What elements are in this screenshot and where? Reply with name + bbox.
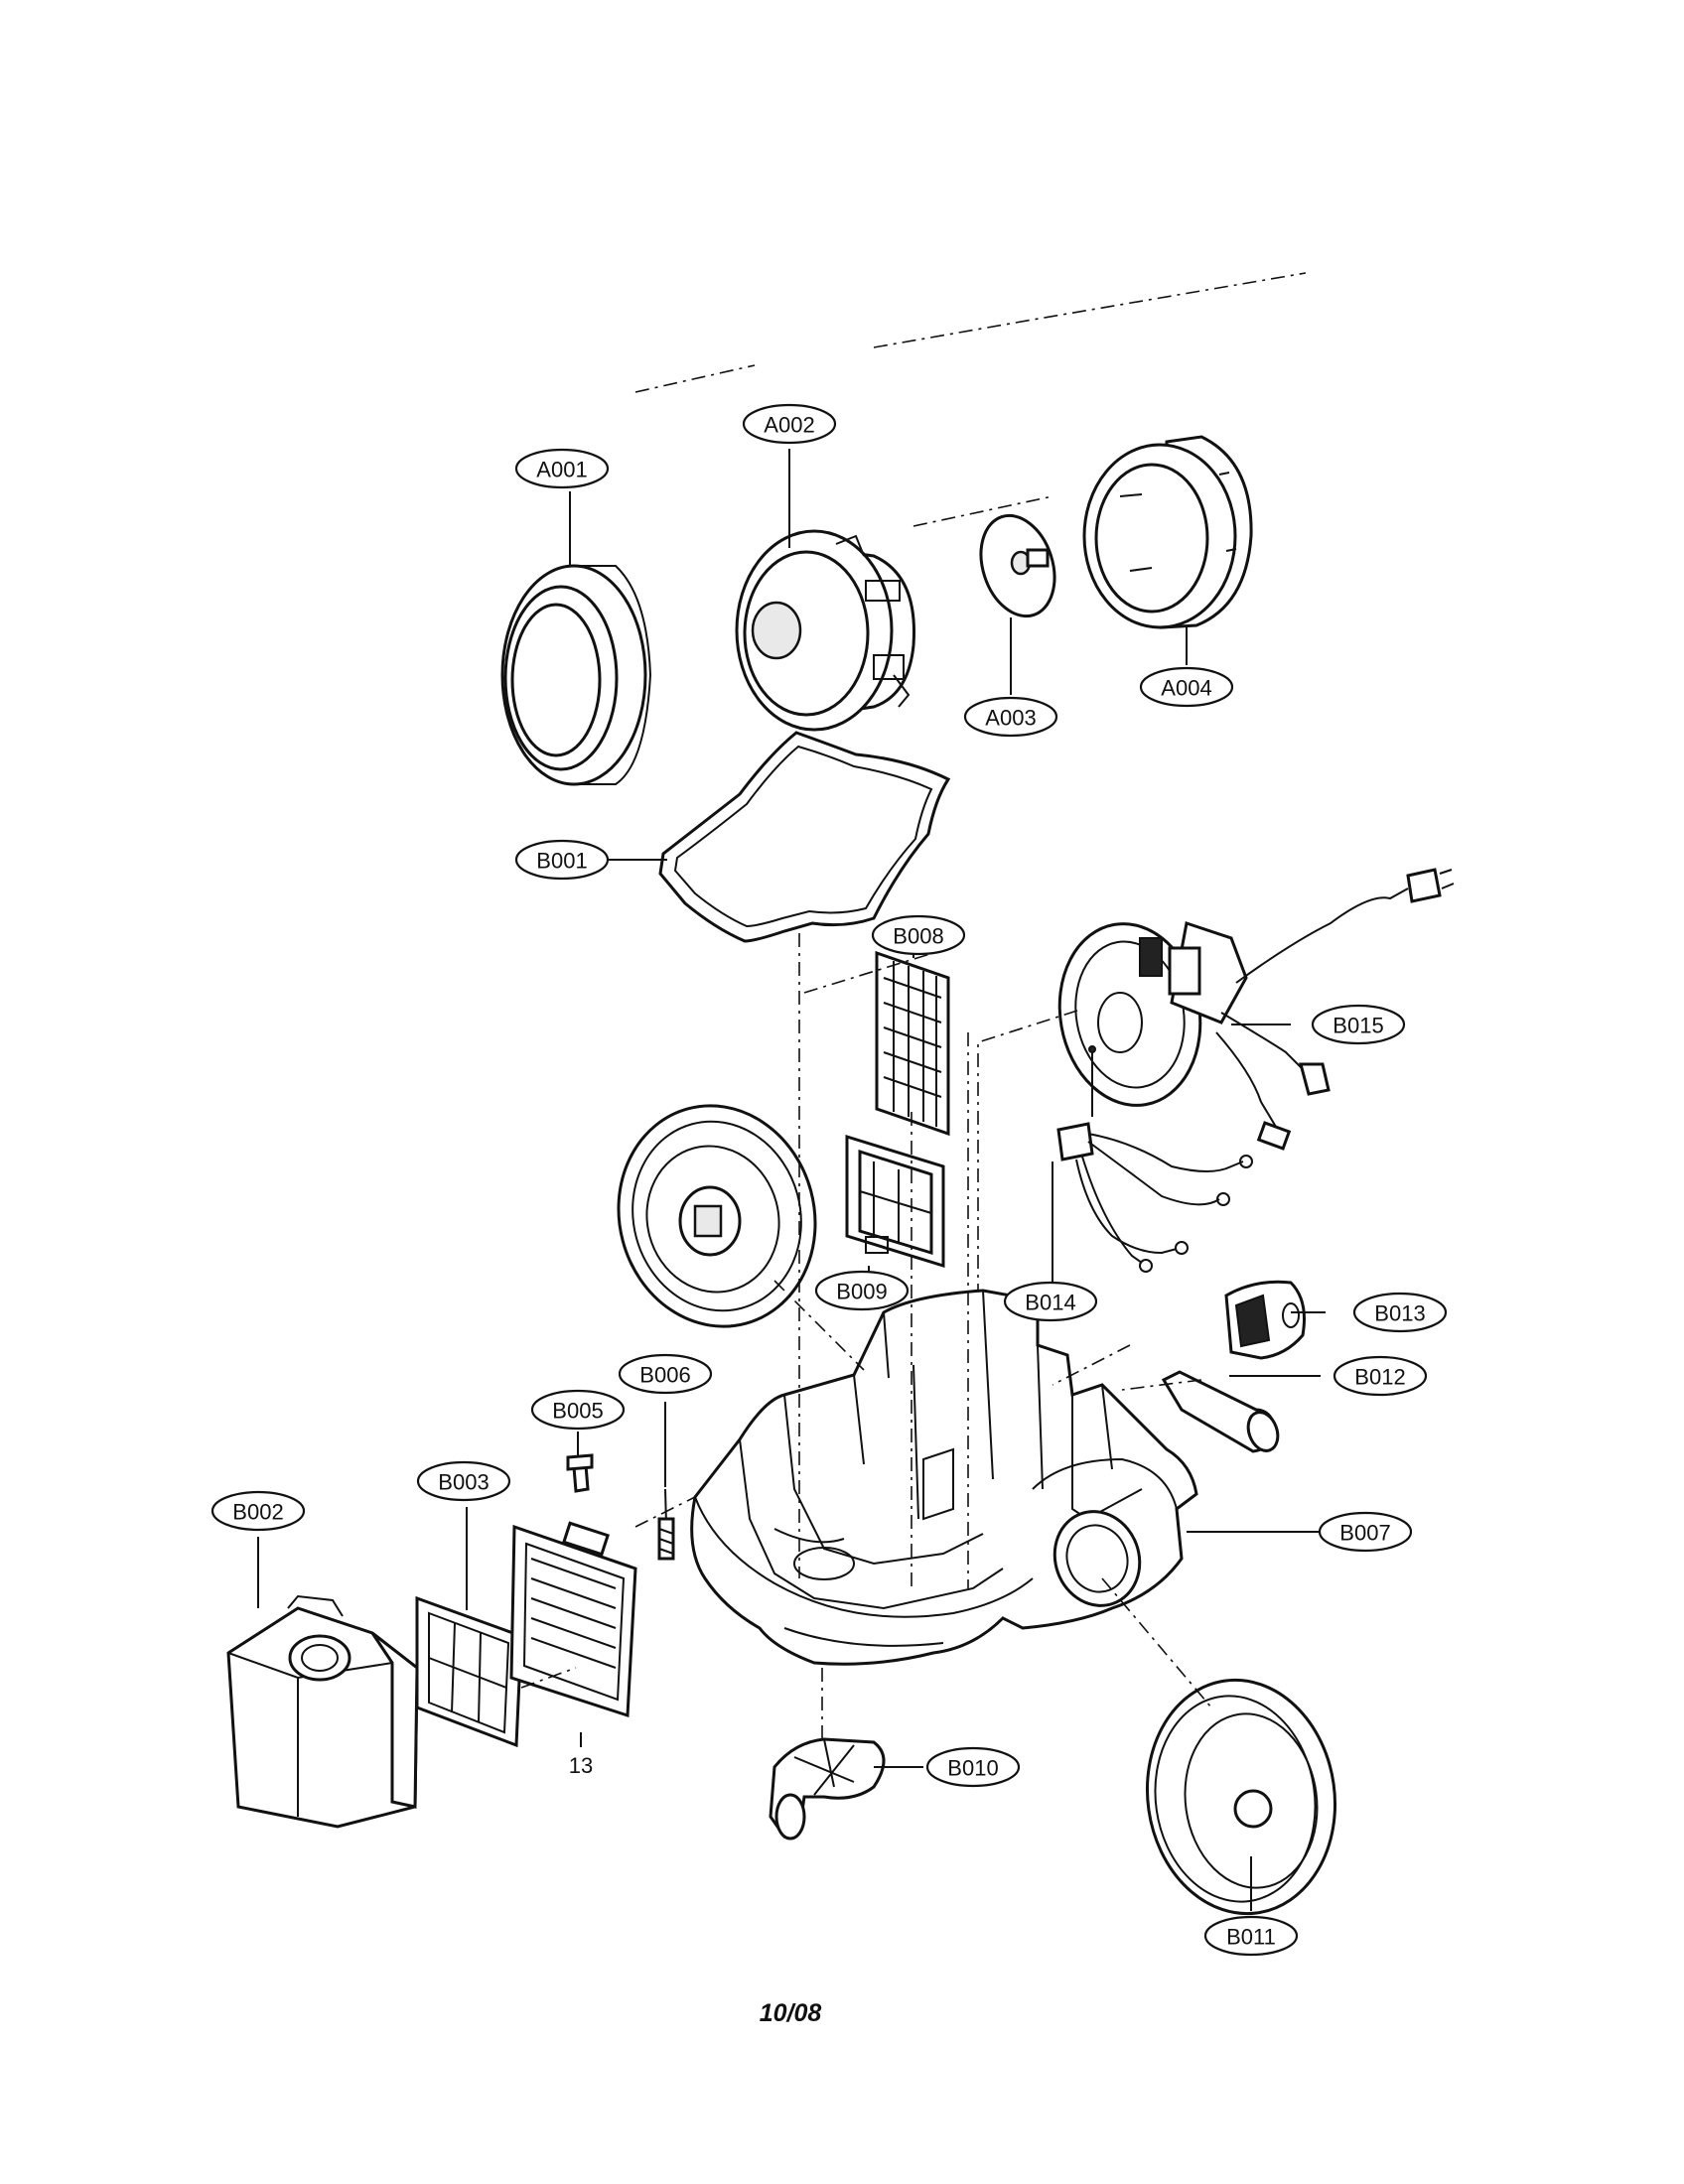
callout-a001: A001 xyxy=(514,448,610,489)
part-a001-front-ring xyxy=(500,564,652,786)
part-b005-latch xyxy=(566,1453,594,1493)
part-b001-dust-gasket xyxy=(658,731,951,943)
callout-b005: B005 xyxy=(530,1389,626,1431)
callout-label-b015: B015 xyxy=(1333,1014,1383,1038)
callout-label-b010: B010 xyxy=(947,1756,998,1781)
callout-label-a003: A003 xyxy=(985,706,1036,731)
callout-label-b006: B006 xyxy=(639,1363,690,1388)
callout-b007: B007 xyxy=(1318,1511,1413,1553)
part-a003-gasket-disk xyxy=(979,513,1056,618)
part-b014-switch-harness xyxy=(1056,1045,1253,1273)
callout-label-a004: A004 xyxy=(1161,676,1211,701)
callout-label-b014: B014 xyxy=(1025,1291,1075,1315)
footer-date: 10/08 xyxy=(760,1999,822,2027)
callout-label-b003: B003 xyxy=(438,1470,489,1495)
callout-b009: B009 xyxy=(814,1270,910,1311)
callout-b008: B008 xyxy=(871,914,966,956)
callout-label-b002: B002 xyxy=(232,1500,283,1525)
callout-a004: A004 xyxy=(1139,666,1234,708)
leader-lines xyxy=(257,449,1326,1911)
part-b008-exhaust-filter xyxy=(875,950,950,1137)
callout-label-b007: B007 xyxy=(1339,1521,1390,1546)
callout-b011: B011 xyxy=(1203,1915,1299,1957)
callout-b014: B014 xyxy=(1003,1281,1098,1322)
part-b011-rear-wheel xyxy=(1145,1678,1337,1916)
callout-label-b013: B013 xyxy=(1374,1301,1425,1326)
part-number-13-label: 13 xyxy=(569,1753,593,1778)
callout-label-a002: A002 xyxy=(764,413,814,438)
part-13-hepa-filter xyxy=(509,1521,637,1718)
part-b007-main-body xyxy=(690,1289,1198,1666)
part-a002-motor xyxy=(735,529,915,732)
part-b003-filter-grille xyxy=(415,1595,523,1748)
callout-b003: B003 xyxy=(416,1460,511,1502)
callout-label-b009: B009 xyxy=(836,1280,887,1304)
part-b002-dust-container xyxy=(226,1594,419,1829)
part-b012-crevice-tool xyxy=(1161,1370,1280,1453)
callout-label-b005: B005 xyxy=(552,1399,603,1424)
callout-b010: B010 xyxy=(925,1746,1021,1788)
callout-a003: A003 xyxy=(963,696,1058,738)
callout-label-b001: B001 xyxy=(536,849,587,874)
callout-b015: B015 xyxy=(1311,1004,1406,1045)
callout-b013: B013 xyxy=(1352,1292,1448,1333)
callout-b012: B012 xyxy=(1333,1355,1428,1397)
part-b009-filter-frame xyxy=(845,1134,945,1269)
part-b010-caster xyxy=(769,1737,886,1841)
callout-label-a001: A001 xyxy=(536,458,587,482)
part-a004-motor-cover xyxy=(1082,435,1253,629)
callout-b002: B002 xyxy=(210,1490,306,1532)
callout-label-b008: B008 xyxy=(893,924,943,949)
part-rear-cover-disc xyxy=(617,1104,817,1328)
callout-b006: B006 xyxy=(618,1353,713,1395)
part-b015-cord-reel xyxy=(1057,868,1455,1151)
part-b013-tool-holder xyxy=(1224,1280,1306,1360)
motor-assembly-axis xyxy=(634,272,1307,527)
part-b006-spring xyxy=(657,1488,675,1561)
callout-label-b012: B012 xyxy=(1354,1365,1405,1390)
callout-a002: A002 xyxy=(742,403,837,445)
callout-b001: B001 xyxy=(514,839,610,881)
callout-label-b011: B011 xyxy=(1226,1925,1276,1950)
